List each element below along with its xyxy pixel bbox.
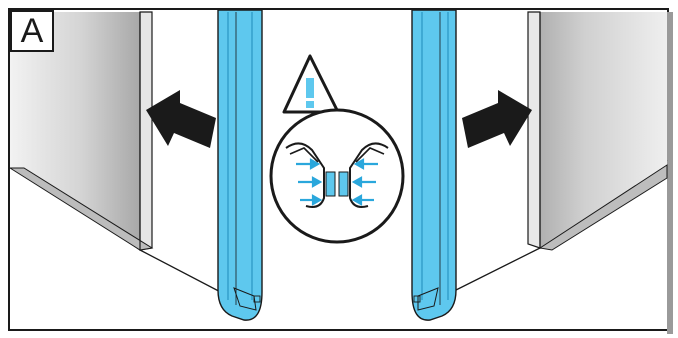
arrow-left-icon: [146, 90, 216, 148]
panel-label: A: [20, 12, 44, 50]
arrow-right-icon: [462, 90, 532, 148]
warning-triangle-icon: [282, 54, 340, 114]
right-seal-strip: [411, 9, 457, 321]
left-door: [8, 11, 154, 251]
right-door: [527, 11, 668, 251]
seal-detail-magnifier-icon: [269, 108, 405, 244]
left-seal-strip: [217, 9, 263, 321]
frame-shadow: [667, 12, 673, 334]
panel-label-box: A: [10, 10, 54, 52]
